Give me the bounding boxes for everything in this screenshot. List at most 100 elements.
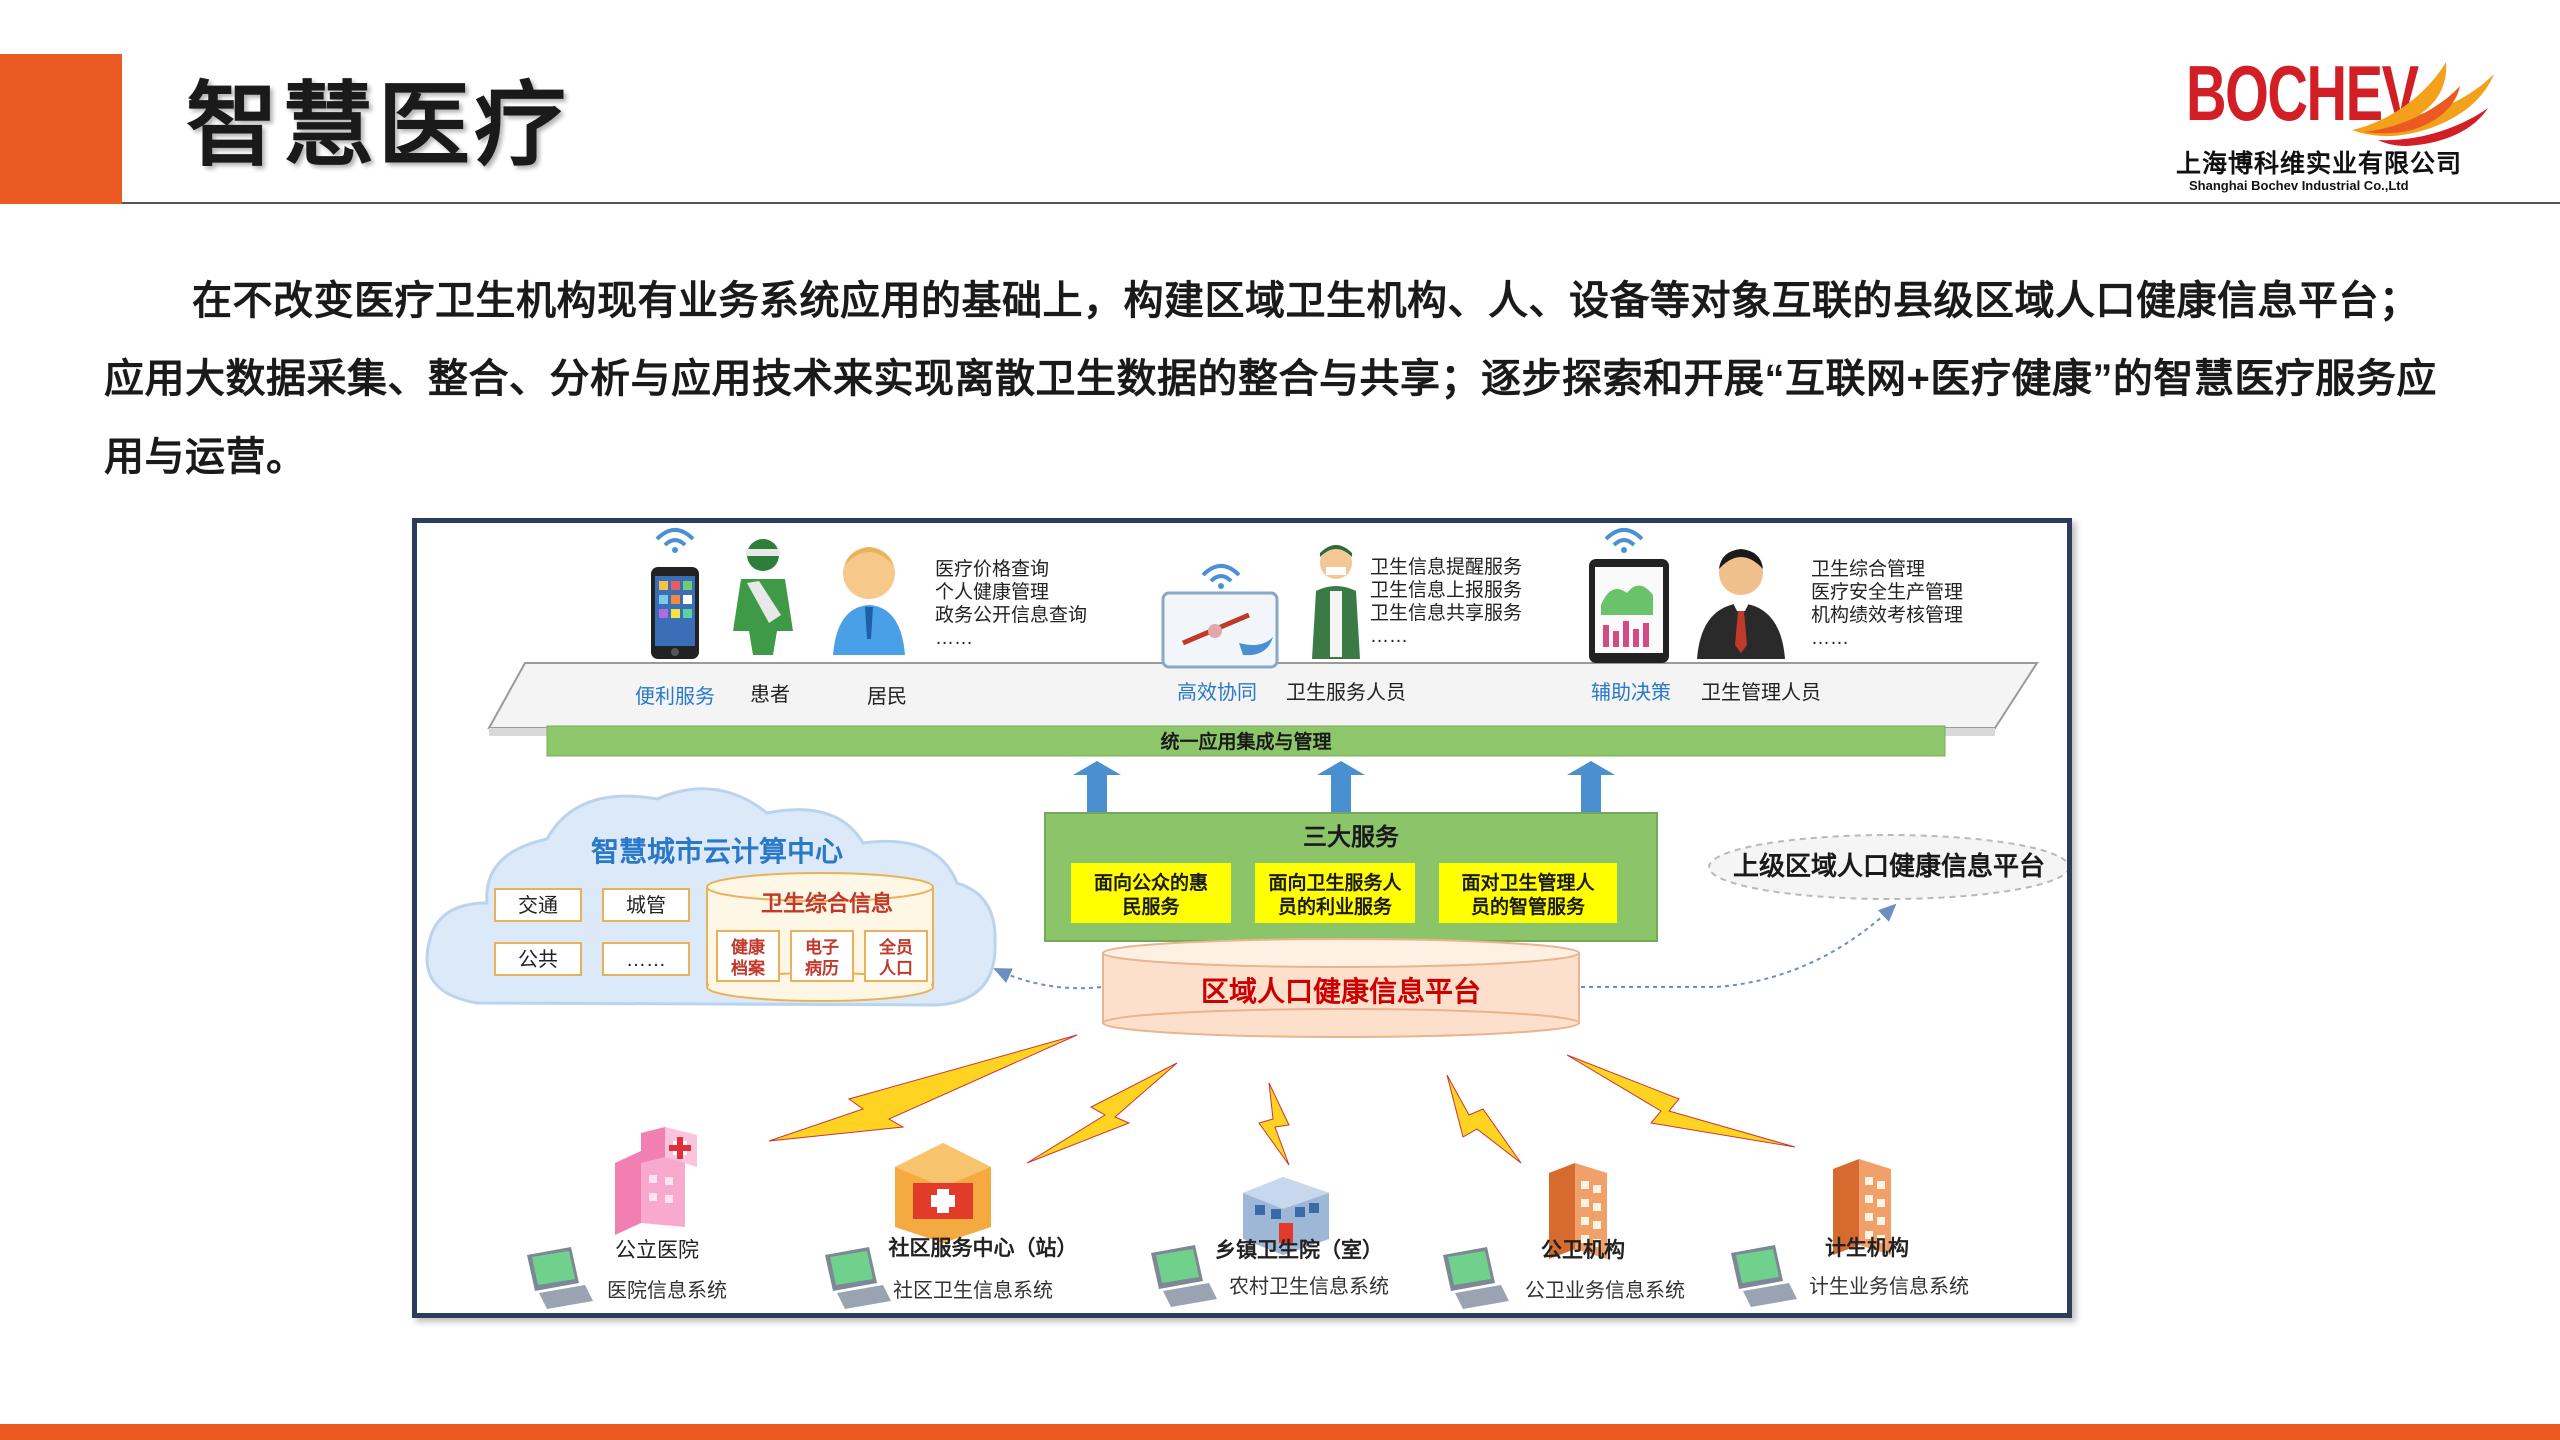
regional-platform-shape [1102,938,1580,1038]
institution-system: 社区卫生信息系统 [893,1279,1053,1302]
health-db-item-box [716,930,780,982]
page-title: 智慧医疗 [186,75,571,177]
up-arrow-icon [1317,761,1365,813]
connector-arrow [993,968,1102,990]
header-divider [122,202,2560,204]
service-card [1439,863,1617,923]
service-list-2: 卫生信息提醒服务 卫生信息上报服务 卫生信息共享服务 …… [1370,556,1522,647]
actor-label: 患者 [750,683,790,706]
health-db-item-line: 健康 [731,937,766,957]
service-item: 医疗安全生产管理 [1811,581,1963,603]
service-item: 卫生信息上报服务 [1370,579,1522,601]
channel-label: 高效协同 [1177,681,1257,704]
lightning-icon [768,1034,1078,1142]
resident-icon [833,547,905,655]
smartphone-icon [651,567,699,659]
institution-system: 公卫业务信息系统 [1525,1279,1685,1302]
connector-arrow [1581,903,1897,988]
company-logo: BOCHEV 上海博科维实业有限公司 Shanghai Bochev Indus… [2170,48,2500,198]
institution-name: 乡镇卫生院（室） [1215,1238,1383,1262]
service-card-line: 民服务 [1122,895,1180,918]
cloud-title: 智慧城市云计算中心 [591,835,843,867]
architecture-diagram: 统一应用集成与管理 医疗价格查询 个 [412,518,2072,1318]
upper-platform-label: 上级区域人口健康信息平台 [1733,851,2045,881]
computer-icon [1731,1245,1797,1307]
computer-icon [1151,1245,1217,1307]
upper-platform-shape [1708,834,2067,900]
health-db-item-line: 人口 [879,959,913,978]
cloud-item: 公共 [518,948,558,971]
cloud-item-box [602,888,690,922]
institution-system: 医院信息系统 [607,1279,727,1302]
patient-icon [733,539,793,655]
health-db-item-box [864,930,928,982]
township-clinic-icon [1243,1177,1329,1255]
wifi-icon [1201,564,1241,589]
cloud-item-box [602,942,690,976]
service-card-line: 面向公众的惠 [1094,871,1208,894]
service-card [1255,863,1415,923]
service-item: 个人健康管理 [935,581,1049,603]
institution-name: 公立医院 [615,1239,699,1262]
service-item: 卫生信息共享服务 [1370,602,1522,624]
company-name-en: Shanghai Bochev Industrial Co.,Ltd [2189,178,2409,193]
title-accent-block [0,54,122,204]
channel-label: 辅助决策 [1591,681,1671,704]
institution-name: 公卫机构 [1541,1238,1625,1262]
flame-icon [2352,62,2494,146]
services-title: 三大服务 [1303,823,1400,851]
computer-icon [825,1247,891,1309]
health-db-item-line: 电子 [805,937,839,957]
service-item: 政务公开信息查询 [935,604,1087,626]
institution-name: 社区服务中心（站） [888,1236,1078,1260]
cloud-item-box [494,888,582,922]
health-db-item-line: 全员 [878,937,913,957]
lightning-icon [1446,1074,1522,1164]
footer-accent-bar [0,1424,2560,1440]
manager-icon [1697,549,1785,659]
service-item: 医疗价格查询 [935,558,1049,580]
service-item: 机构绩效考核管理 [1811,604,1963,626]
lightning-icon [1258,1082,1290,1166]
cloud-item: 城管 [626,894,666,917]
service-card-line: 面向卫生服务人 [1268,871,1402,894]
up-arrow-icon [1567,761,1615,813]
building-icon [1549,1163,1607,1259]
regional-platform-label: 区域人口健康信息平台 [1201,975,1481,1007]
health-db-item-line: 病历 [805,958,839,978]
medical-screen-icon [1161,591,1279,669]
actor-label: 卫生管理人员 [1701,681,1821,704]
wifi-icon [655,528,695,553]
company-name-cn: 上海博科维实业有限公司 [2176,150,2463,178]
channel-label: 便利服务 [635,685,715,708]
lightning-icon [1026,1062,1178,1164]
institution-name: 计生机构 [1825,1236,1909,1260]
service-item: …… [1370,626,1408,647]
health-db-item-line: 档案 [731,958,766,978]
building-icon [1833,1159,1891,1255]
intro-paragraph: 在不改变医疗卫生机构现有业务系统应用的基础上，构建区域卫生机构、人、设备等对象互… [104,279,2437,479]
institution-system: 计生业务信息系统 [1809,1275,1969,1298]
computer-icon [1443,1247,1509,1309]
service-list-3: 卫生综合管理 医疗安全生产管理 机构绩效考核管理 …… [1811,558,1963,649]
service-list-1: 医疗价格查询 个人健康管理 政务公开信息查询 …… [935,558,1087,649]
cloud-item: 交通 [518,894,558,917]
health-db-item-box [790,930,854,982]
service-item: …… [1811,628,1849,649]
health-db-title: 卫生综合信息 [761,891,893,916]
service-card [1071,863,1231,923]
wifi-icon [1604,528,1644,553]
tablet-icon [1589,559,1669,663]
service-item: 卫生信息提醒服务 [1370,556,1522,578]
computer-icon [527,1247,593,1309]
up-arrow-icon [1073,761,1121,813]
integration-bar [546,725,1946,757]
service-item: 卫生综合管理 [1811,558,1925,580]
integration-bar-label: 统一应用集成与管理 [1160,730,1331,753]
service-card-line: 面对卫生管理人 [1461,871,1595,894]
hospital-icon [615,1127,697,1235]
clinic-icon [895,1143,991,1243]
service-card-line: 员的智管服务 [1471,895,1586,918]
actor-label: 居民 [867,686,907,708]
institution-system: 农村卫生信息系统 [1229,1275,1389,1298]
